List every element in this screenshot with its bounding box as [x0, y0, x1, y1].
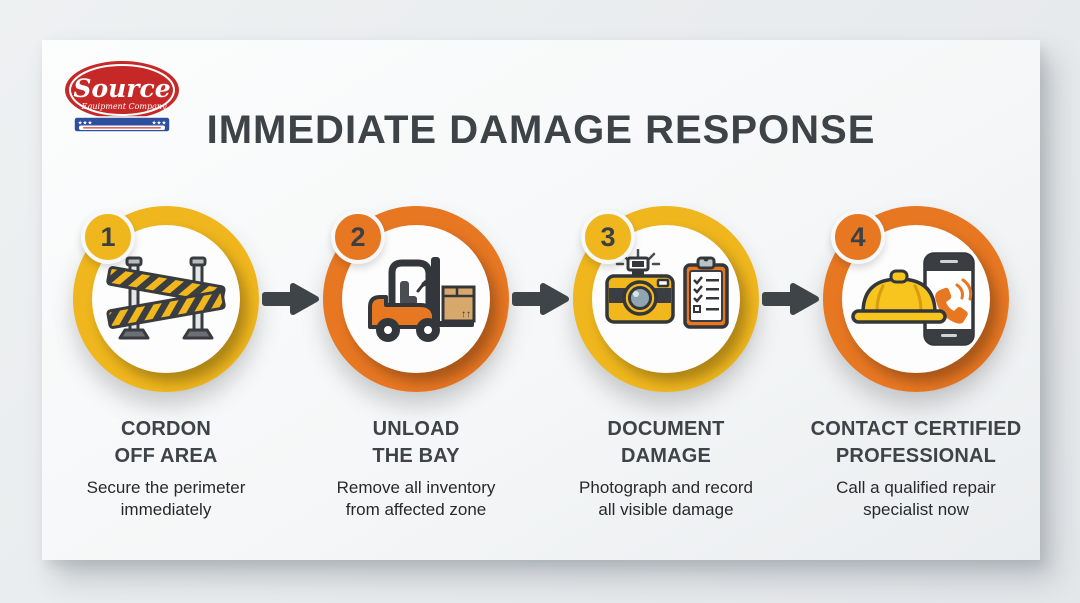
step-1-cordon-off-area: 1 — [41, 206, 291, 546]
step-1-description: Secure the perimeter immediately — [86, 478, 246, 520]
step-2-icon-area: ↑↑ — [342, 225, 490, 373]
step-3-number-badge: 3 — [581, 210, 635, 264]
arrow-right-icon — [762, 283, 819, 315]
step-2-description: Remove all inventory from affected zone — [336, 478, 496, 520]
step-3-document-damage: 3 — [541, 206, 791, 546]
step-1-number-badge: 1 — [81, 210, 135, 264]
svg-text:↑↑: ↑↑ — [461, 309, 471, 320]
step-4-number-badge: 4 — [831, 210, 885, 264]
forklift-icon: ↑↑ — [368, 257, 476, 342]
step-1-title: CORDON OFF AREA — [114, 418, 218, 467]
arrow-right-icon — [512, 283, 569, 315]
step-3-icon-area — [592, 225, 740, 373]
step-1-circle: 1 — [73, 206, 259, 392]
logo-name-line2: Equipment Company — [80, 102, 167, 111]
hardhat-phone-icon — [851, 252, 975, 346]
logo-name-line1: Source — [73, 74, 170, 103]
step-4-circle: 4 — [823, 206, 1009, 392]
logo-stars-left: ★★★ — [78, 120, 93, 127]
step-3-description: Photograph and record all visible damage — [579, 478, 753, 520]
step-4-contact-certified-professional: 4 — [791, 206, 1041, 546]
infographic-card: Source Equipment Company ★★★ ★★★ IMMEDIA… — [42, 40, 1040, 560]
step-3-circle: 3 — [573, 206, 759, 392]
step-2-title: UNLOAD THE BAY — [372, 418, 460, 467]
barricade-icon — [106, 256, 226, 340]
camera-clipboard-icon — [605, 249, 729, 329]
source-equipment-company-logo-icon: Source Equipment Company ★★★ ★★★ — [65, 61, 179, 133]
step-2-unload-the-bay: 2 ↑↑ — [291, 206, 541, 546]
arrow-right-icon — [262, 283, 319, 315]
step-4-title: CONTACT CERTIFIED PROFESSIONAL — [810, 418, 1022, 467]
company-logo: Source Equipment Company ★★★ ★★★ — [62, 60, 184, 144]
steps-row: 1 — [41, 206, 1041, 546]
step-2-number-badge: 2 — [331, 210, 385, 264]
page-title: IMMEDIATE DAMAGE RESPONSE — [206, 108, 876, 152]
logo-stars-right: ★★★ — [152, 120, 167, 127]
step-2-circle: 2 ↑↑ — [323, 206, 509, 392]
step-4-description: Call a qualified repair specialist now — [836, 478, 996, 520]
step-3-title: DOCUMENT DAMAGE — [607, 418, 725, 467]
